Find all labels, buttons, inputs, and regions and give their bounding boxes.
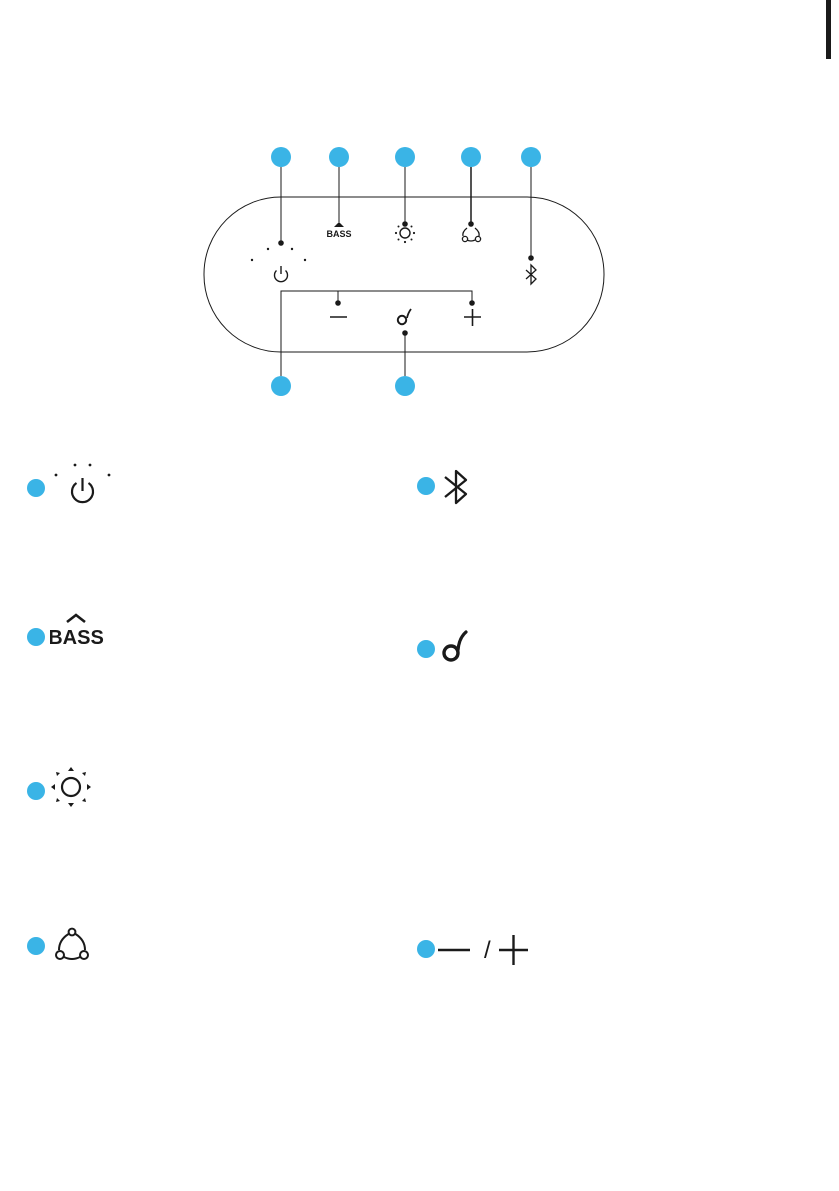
panel-party-icon bbox=[462, 228, 480, 242]
callout-light bbox=[395, 147, 415, 167]
legend-light-dot bbox=[27, 782, 45, 800]
panel-bass-icon: BASS bbox=[326, 222, 351, 239]
legend-bass-dot bbox=[27, 628, 45, 646]
leader-lines-top bbox=[279, 167, 534, 260]
callout-voice bbox=[395, 376, 415, 396]
panel-voice-icon bbox=[398, 309, 411, 324]
device-outline bbox=[204, 197, 604, 352]
callout-bass bbox=[329, 147, 349, 167]
control-panel-diagram: BASS bbox=[0, 0, 839, 420]
legend-party-dot bbox=[27, 937, 45, 955]
callout-power bbox=[271, 147, 291, 167]
panel-bluetooth-icon bbox=[526, 265, 536, 284]
legend-voice-dot bbox=[417, 640, 435, 658]
voice-assistant-icon bbox=[440, 626, 476, 666]
bluetooth-icon bbox=[441, 466, 473, 508]
callout-party bbox=[461, 147, 481, 167]
panel-plus-icon bbox=[464, 309, 481, 326]
light-icon bbox=[50, 766, 92, 808]
party-connect-icon bbox=[52, 924, 92, 964]
callout-volume bbox=[271, 376, 291, 396]
legend-power-dot bbox=[27, 479, 45, 497]
legend-bass-label: BASS bbox=[50, 627, 104, 647]
panel-bass-label: BASS bbox=[326, 229, 351, 239]
volume-separator: / bbox=[484, 937, 491, 964]
volume-icon: / bbox=[438, 932, 533, 966]
callout-bluetooth bbox=[521, 147, 541, 167]
panel-power-icon bbox=[251, 248, 306, 282]
bass-icon: BASS bbox=[50, 611, 105, 647]
legend-volume-dot bbox=[417, 940, 435, 958]
legend-bluetooth-dot bbox=[417, 477, 435, 495]
leader-lines-bottom bbox=[281, 291, 474, 376]
power-icon bbox=[50, 460, 115, 508]
